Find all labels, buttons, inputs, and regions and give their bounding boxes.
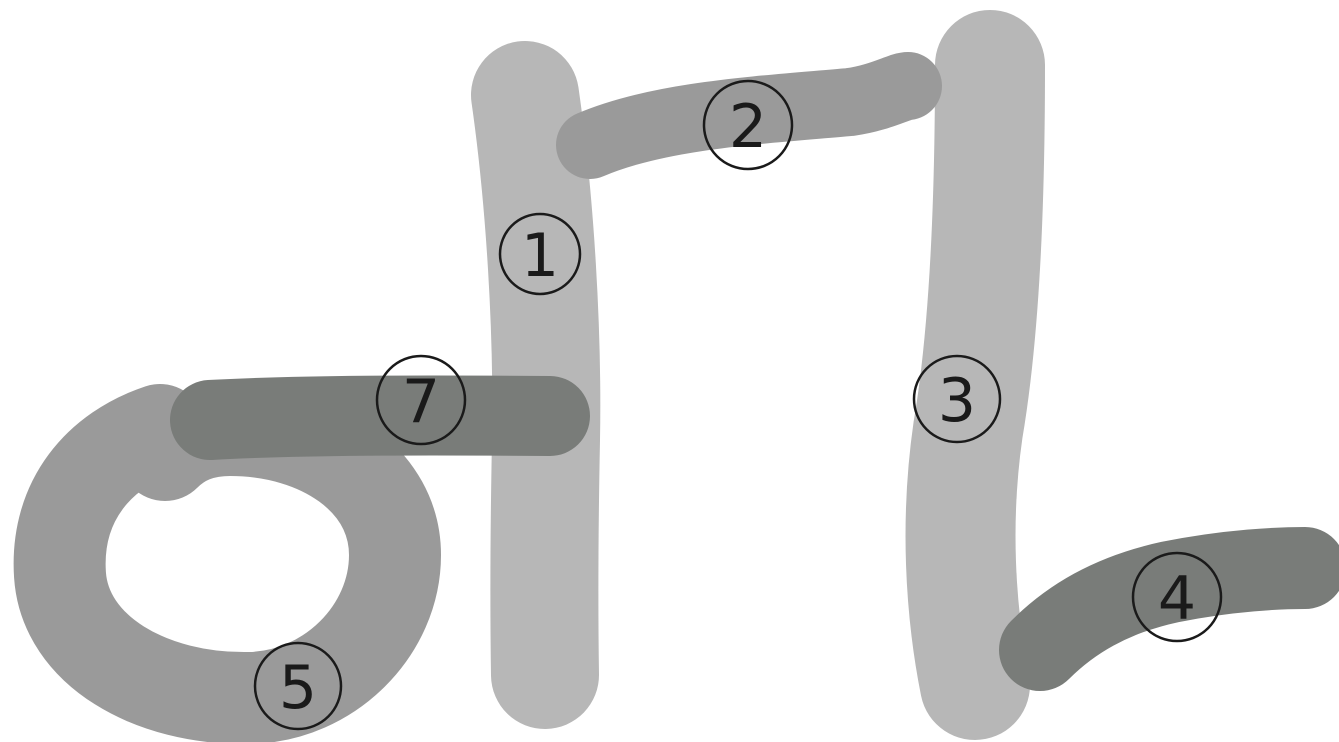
badge-3-label: 3 (938, 366, 976, 436)
badge-7-label: 7 (402, 367, 440, 437)
badge-5-label: 5 (279, 653, 317, 723)
badge-1-label: 1 (521, 221, 559, 291)
badge-4-label: 4 (1158, 564, 1196, 634)
stroke-5-path (60, 430, 395, 698)
badge-2-label: 2 (729, 92, 767, 162)
